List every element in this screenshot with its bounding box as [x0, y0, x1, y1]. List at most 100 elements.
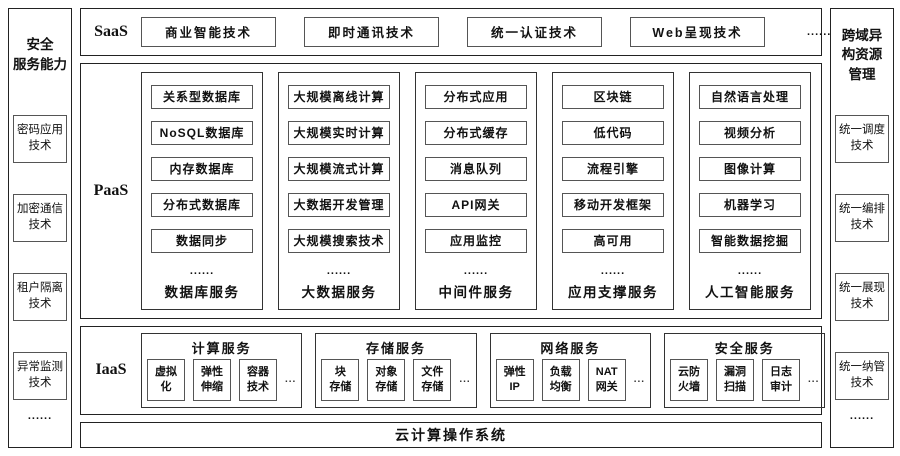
security-capability-panel: 安全 服务能力 密码应用 技术 加密通信 技术 租户隔离 技术 异常监测 技术 … — [8, 8, 72, 448]
paas-item: 区块链 — [562, 84, 664, 109]
resource-item-unified-management: 统一纳管 技术 — [835, 352, 889, 400]
iaas-group-title: 网络服务 — [540, 340, 601, 356]
ellipsis-text: ...... — [326, 264, 352, 277]
paas-item: 流程引擎 — [562, 156, 664, 181]
resource-item-unified-orchestration: 统一编排 技术 — [835, 194, 889, 242]
cross-domain-resource-panel: 跨域异 构资源 管理 统一调度 技术 统一编排 技术 统一展现 技术 统一纳管 … — [830, 8, 894, 448]
saas-label: SaaS — [94, 22, 128, 40]
paas-column-database: 关系型数据库 NoSQL数据库 内存数据库 分布式数据库 数据同步 ......… — [141, 71, 263, 310]
security-capability-items: 密码应用 技术 加密通信 技术 租户隔离 技术 异常监测 技术 — [13, 115, 67, 400]
saas-service-im: 即时通讯技术 — [304, 16, 439, 47]
iaas-groups: 计算服务 虚拟 化 弹性 伸缩 容器 技术 ... 存储服务 块 存储 对象 存… — [141, 332, 826, 408]
paas-item: 应用监控 — [425, 228, 527, 253]
paas-item: 分布式数据库 — [151, 192, 253, 217]
paas-item: NoSQL数据库 — [151, 120, 253, 145]
paas-item: 大规模搜索技术 — [288, 228, 390, 253]
iaas-group-title: 安全服务 — [714, 340, 775, 356]
iaas-item: 容器 技术 — [239, 358, 277, 401]
paas-item: API网关 — [425, 192, 527, 217]
paas-column-ai: 自然语言处理 视频分析 图像计算 机器学习 智能数据挖掘 ...... 人工智能… — [689, 71, 811, 310]
paas-column-title: 中间件服务 — [438, 284, 514, 300]
paas-item: 自然语言处理 — [699, 84, 801, 109]
resource-item-unified-presentation: 统一展现 技术 — [835, 273, 889, 321]
iaas-group-compute: 计算服务 虚拟 化 弹性 伸缩 容器 技术 ... — [141, 332, 303, 408]
paas-item: 内存数据库 — [151, 156, 253, 181]
paas-item: 数据同步 — [151, 228, 253, 253]
ellipsis-text: ...... — [463, 264, 489, 277]
security-item-anomaly-monitor: 异常监测 技术 — [13, 352, 67, 400]
cloud-os-title: 云计算操作系统 — [395, 426, 507, 443]
saas-services: 商业智能技术 即时通讯技术 统一认证技术 Web呈现技术 ...... — [141, 16, 832, 47]
ellipsis-text: ... — [459, 374, 471, 385]
ellipsis-text: ...... — [189, 264, 215, 277]
cloud-os-bar: 云计算操作系统 — [80, 421, 822, 448]
paas-layer: PaaS 关系型数据库 NoSQL数据库 内存数据库 分布式数据库 数据同步 .… — [80, 62, 822, 319]
iaas-item: 虚拟 化 — [147, 358, 185, 401]
paas-column-middleware: 分布式应用 分布式缓存 消息队列 API网关 应用监控 ...... 中间件服务 — [415, 71, 537, 310]
saas-service-bi: 商业智能技术 — [141, 16, 276, 47]
iaas-group-title: 存储服务 — [366, 340, 427, 356]
paas-column-title: 数据库服务 — [164, 284, 240, 300]
iaas-group-items: 块 存储 对象 存储 文件 存储 ... — [321, 358, 471, 401]
iaas-item: 块 存储 — [321, 358, 360, 401]
paas-item: 视频分析 — [699, 120, 801, 145]
paas-item: 大规模离线计算 — [288, 84, 390, 109]
ellipsis-text: ... — [633, 374, 646, 385]
paas-item: 高可用 — [562, 228, 664, 253]
cross-domain-items: 统一调度 技术 统一编排 技术 统一展现 技术 统一纳管 技术 — [835, 115, 889, 400]
ellipsis-text: ... — [808, 374, 820, 385]
security-capability-title: 安全 服务能力 — [13, 37, 67, 72]
iaas-group-storage: 存储服务 块 存储 对象 存储 文件 存储 ... — [315, 332, 477, 408]
paas-column-title: 大数据服务 — [301, 284, 377, 300]
paas-item: 大数据开发管理 — [288, 192, 390, 217]
iaas-group-network: 网络服务 弹性 IP 负载 均衡 NAT 网关 ... — [489, 332, 652, 408]
ellipsis-text: ...... — [849, 410, 875, 422]
paas-item: 分布式应用 — [425, 84, 527, 109]
security-item-tenant-isolation: 租户隔离 技术 — [13, 273, 67, 321]
paas-item: 移动开发框架 — [562, 192, 664, 217]
iaas-item: 弹性 伸缩 — [193, 358, 231, 401]
paas-item: 智能数据挖掘 — [699, 228, 801, 253]
iaas-layer: IaaS 计算服务 虚拟 化 弹性 伸缩 容器 技术 ... 存储服务 块 存储 — [80, 325, 826, 415]
iaas-group-items: 云防 火墙 漏洞 扫描 日志 审计 ... — [670, 358, 820, 401]
iaas-group-title: 计算服务 — [191, 340, 252, 356]
paas-item: 消息队列 — [425, 156, 527, 181]
ellipsis-text: ...... — [807, 25, 832, 38]
paas-label: PaaS — [93, 181, 129, 199]
iaas-item: 文件 存储 — [413, 358, 452, 401]
paas-columns: 关系型数据库 NoSQL数据库 内存数据库 分布式数据库 数据同步 ......… — [141, 71, 811, 310]
paas-column-appsupport: 区块链 低代码 流程引擎 移动开发框架 高可用 ...... 应用支撑服务 — [552, 71, 674, 310]
security-item-encrypted-comm: 加密通信 技术 — [13, 194, 67, 242]
iaas-group-items: 虚拟 化 弹性 伸缩 容器 技术 ... — [147, 358, 297, 401]
paas-item: 低代码 — [562, 120, 664, 145]
paas-item: 图像计算 — [699, 156, 801, 181]
iaas-item: 弹性 IP — [495, 358, 534, 401]
saas-service-auth: 统一认证技术 — [467, 16, 602, 47]
paas-column-title: 人工智能服务 — [705, 284, 795, 300]
ellipsis-text: ...... — [27, 410, 53, 422]
iaas-item: 对象 存储 — [367, 358, 406, 401]
security-item-crypto-app: 密码应用 技术 — [13, 115, 67, 163]
main-layers: SaaS 商业智能技术 即时通讯技术 统一认证技术 Web呈现技术 ......… — [80, 8, 830, 448]
paas-column-bigdata: 大规模离线计算 大规模实时计算 大规模流式计算 大数据开发管理 大规模搜索技术 … — [278, 71, 400, 310]
iaas-group-items: 弹性 IP 负载 均衡 NAT 网关 ... — [495, 358, 646, 401]
cross-domain-header: 跨域异 构资源 管理 — [842, 9, 883, 101]
iaas-item: 云防 火墙 — [670, 358, 709, 401]
paas-item: 大规模实时计算 — [288, 120, 390, 145]
paas-column-title: 应用支撑服务 — [568, 284, 658, 300]
paas-item: 大规模流式计算 — [288, 156, 390, 181]
iaas-item: 漏洞 扫描 — [716, 358, 755, 401]
iaas-item: 日志 审计 — [762, 358, 801, 401]
iaas-item: NAT 网关 — [587, 358, 626, 401]
resource-item-unified-scheduling: 统一调度 技术 — [835, 115, 889, 163]
ellipsis-text: ... — [285, 374, 297, 385]
iaas-group-security: 安全服务 云防 火墙 漏洞 扫描 日志 审计 ... — [664, 332, 826, 408]
paas-item: 机器学习 — [699, 192, 801, 217]
saas-service-web: Web呈现技术 — [630, 16, 765, 47]
paas-item: 关系型数据库 — [151, 84, 253, 109]
iaas-item: 负载 均衡 — [541, 358, 580, 401]
saas-layer: SaaS 商业智能技术 即时通讯技术 统一认证技术 Web呈现技术 ...... — [80, 8, 830, 56]
ellipsis-text: ...... — [737, 264, 763, 277]
ellipsis-text: ...... — [600, 264, 626, 277]
